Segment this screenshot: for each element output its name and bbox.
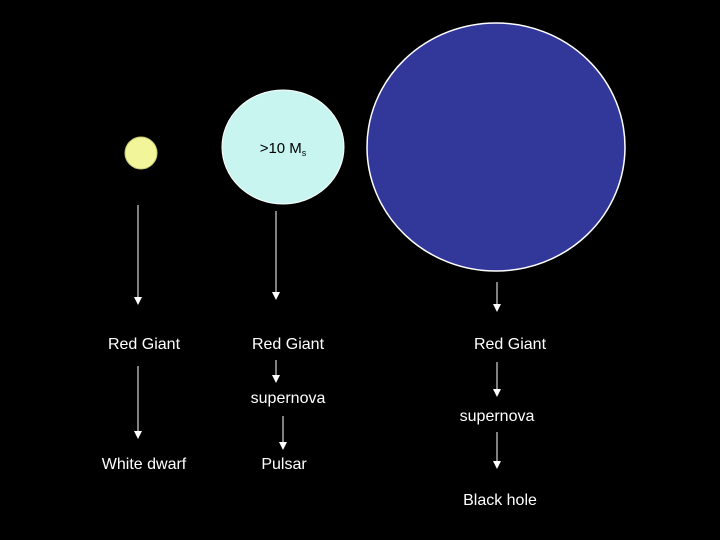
- medium-star: [221, 89, 345, 205]
- pulsar-label: Pulsar: [261, 456, 307, 473]
- white-dwarf-label: White dwarf: [101, 456, 187, 473]
- medium-supernova-label: supernova: [250, 390, 326, 407]
- large-supernova-label: supernova: [459, 408, 535, 425]
- black-hole-label: Black hole: [463, 492, 537, 509]
- medium-red-giant-label: Red Giant: [251, 336, 325, 353]
- large-star: [366, 22, 626, 272]
- mass-subscript: s: [301, 148, 307, 158]
- medium-star-mass-label: >10 Ms: [260, 140, 307, 158]
- mass-prefix: >10 M: [259, 140, 302, 157]
- large-red-giant-label: Red Giant: [473, 336, 547, 353]
- small-red-giant-label: Red Giant: [107, 336, 181, 353]
- small-star: [124, 136, 158, 170]
